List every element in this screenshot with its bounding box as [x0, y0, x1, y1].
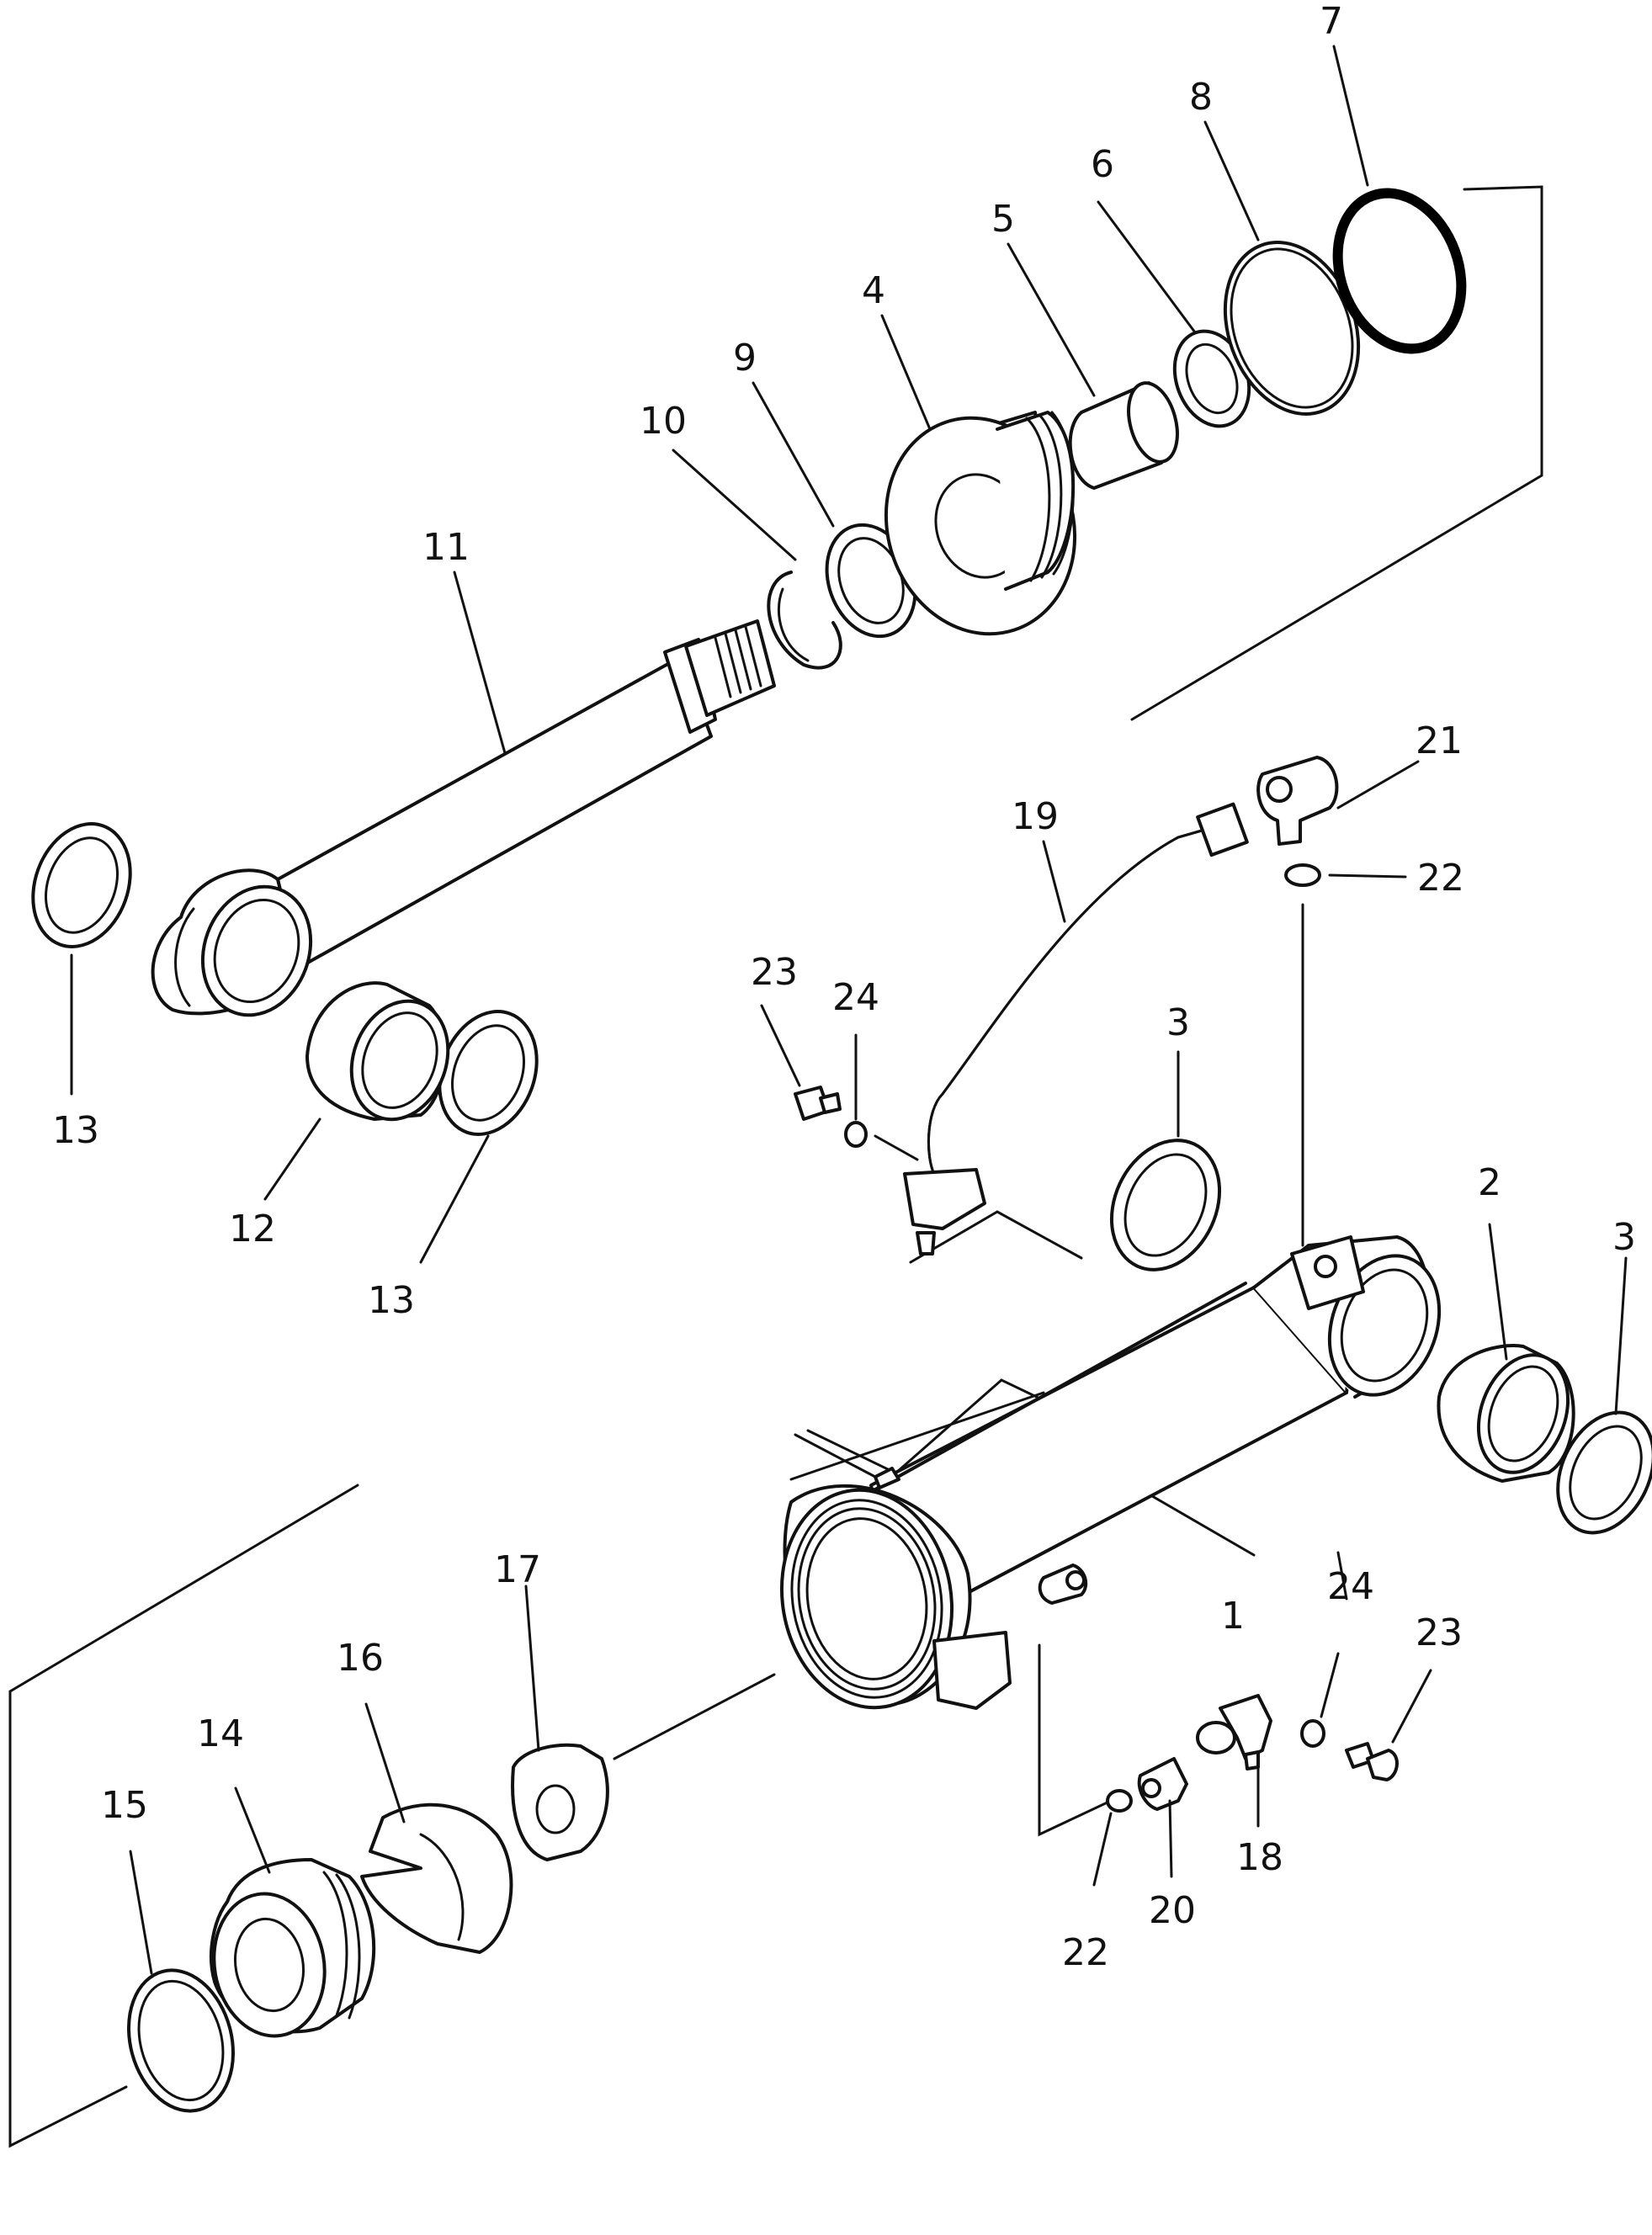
cylinder-head-4	[884, 411, 1077, 636]
washer-24-bottom	[1300, 1719, 1325, 1748]
callout-22-bottom: 22	[1062, 1931, 1109, 1974]
callout-6: 6	[1091, 143, 1114, 186]
callout-5: 5	[991, 198, 1015, 241]
nut-17	[511, 1743, 609, 1861]
callout-labels: 7 8 6 5 4 9 10 11 19 21 22 23 24 3 13 12…	[52, 0, 1636, 1974]
callout-1: 1	[1221, 1595, 1245, 1638]
cylinder-tube-1	[779, 1235, 1442, 1710]
callout-9: 9	[733, 337, 757, 380]
assembly-guide-lines	[8, 185, 1543, 2148]
callout-14: 14	[197, 1712, 244, 1755]
callout-23-bottom: 23	[1416, 1611, 1463, 1654]
piston-14	[209, 1858, 376, 2038]
elbow-fitting-21	[1256, 756, 1339, 846]
callout-7: 7	[1320, 0, 1343, 43]
callout-22-top: 22	[1417, 857, 1464, 900]
callout-19: 19	[1012, 795, 1059, 838]
callout-13-left: 13	[52, 1109, 99, 1152]
seal-15	[127, 1968, 235, 2113]
callout-23-top: 23	[751, 951, 798, 994]
callout-3-right: 3	[1612, 1216, 1636, 1259]
callout-24-top: 24	[832, 976, 879, 1019]
snap-ring-10	[767, 571, 842, 670]
bushing-12	[305, 981, 450, 1122]
o-ring-7	[1332, 188, 1467, 354]
callout-3-upper: 3	[1166, 1001, 1190, 1044]
dust-seal-3-right	[1556, 1410, 1652, 1535]
piston-rod-11	[151, 619, 776, 1017]
o-ring-22-bottom	[1106, 1789, 1133, 1813]
o-ring-22-top	[1284, 863, 1321, 887]
callout-4: 4	[862, 269, 885, 312]
elbow-18	[1196, 1694, 1272, 1770]
dust-seal-3-upper	[1109, 1139, 1222, 1271]
callout-20: 20	[1149, 1889, 1196, 1932]
bushing-2	[1437, 1344, 1575, 1483]
callout-17: 17	[494, 1548, 541, 1591]
callout-16: 16	[337, 1637, 384, 1680]
bolt-23-top	[794, 1086, 842, 1121]
callout-15: 15	[101, 1784, 148, 1827]
callout-13-right: 13	[368, 1279, 415, 1322]
bushing-5	[1068, 381, 1179, 490]
pipe-19	[903, 802, 1249, 1256]
wear-ring-16	[360, 1802, 513, 1954]
callout-18: 18	[1236, 1836, 1283, 1879]
callout-leaders	[70, 45, 1628, 1975]
washer-24-top	[844, 1121, 868, 1148]
callout-10: 10	[640, 400, 687, 443]
callout-12: 12	[229, 1208, 276, 1250]
callout-8: 8	[1189, 76, 1213, 119]
callout-21: 21	[1416, 719, 1463, 762]
bolt-23-bottom	[1345, 1742, 1399, 1781]
callout-24-bottom: 24	[1327, 1565, 1374, 1608]
callout-2: 2	[1478, 1161, 1501, 1204]
fitting-20	[1137, 1757, 1188, 1811]
callout-11: 11	[422, 526, 470, 569]
dust-seal-13-left	[31, 822, 132, 948]
